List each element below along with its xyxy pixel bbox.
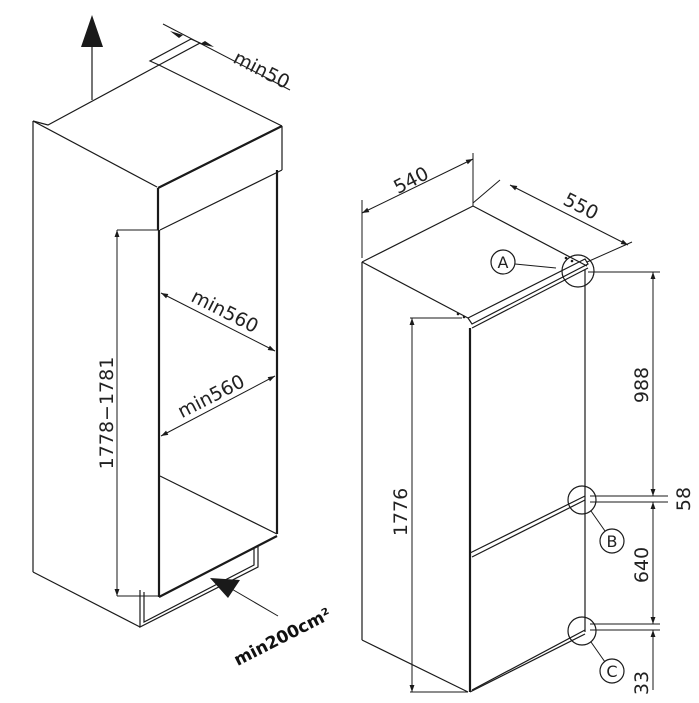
niche-height-label: 1778−1781	[96, 357, 118, 470]
niche-drawing: min50 1778−1781 min560 min560 min200cm²	[32, 15, 335, 671]
gap-label: 58	[673, 487, 695, 511]
appliance-drawing: 540 550 A B C	[361, 153, 695, 695]
niche-width-lower-label: min560	[174, 370, 248, 422]
niche-top-front	[32, 120, 158, 188]
bottom-label: 33	[631, 671, 653, 695]
detail-b-label: B	[607, 532, 618, 551]
appliance-height-label: 1776	[390, 488, 412, 536]
top-clearance-label: min50	[230, 47, 293, 94]
appliance-width-label: 540	[390, 163, 432, 199]
upper-door-label: 988	[631, 367, 653, 403]
appliance-depth-label: 550	[560, 189, 602, 225]
detail-c-label: C	[606, 662, 617, 681]
top-vent-slot	[148, 38, 202, 66]
detail-a-label: A	[498, 253, 509, 272]
lower-door-label: 640	[631, 547, 653, 583]
airflow-up-arrow-icon	[81, 15, 103, 47]
detail-a-circle	[561, 254, 595, 288]
detail-b-circle	[567, 485, 597, 515]
vent-area-label: min200cm²	[231, 604, 335, 670]
vent-inflow-arrow-icon	[210, 578, 240, 598]
niche-top-back	[32, 64, 283, 127]
detail-c-circle	[567, 616, 597, 646]
